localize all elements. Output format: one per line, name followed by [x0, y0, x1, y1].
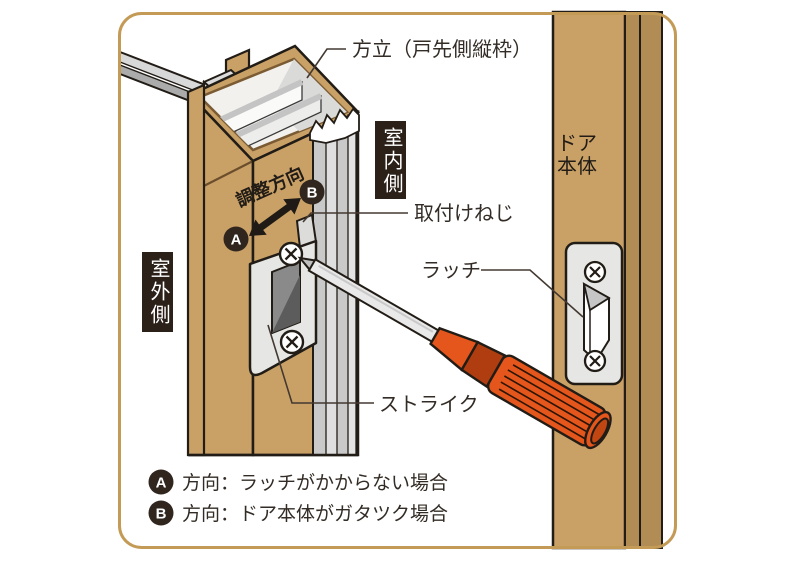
outdoor-tag-box [142, 252, 173, 332]
adjust-arrow [249, 198, 301, 236]
screwdriver-shaft-highlight [318, 264, 434, 333]
latch-bolt [582, 282, 611, 363]
strike-screw-bottom [279, 329, 305, 355]
callouts: 方立（戸先側縦枠） 取付けねじ ラッチ ストライク [267, 38, 584, 416]
rail-strip-light [120, 52, 208, 96]
legend-badge-a-letter: A [156, 475, 167, 492]
strike-hole [271, 259, 301, 335]
door-body-label-line2: 本体 [557, 155, 597, 178]
badge-a: A [223, 226, 249, 252]
screwdriver-band [460, 340, 507, 389]
frame-member: 調整方向 A B [119, 44, 361, 457]
diagram-border [118, 12, 677, 549]
latch-label: ラッチ [421, 260, 481, 282]
mounting-screw-label: 取付けねじ [414, 202, 514, 225]
frame-callout-label: 方立（戸先側縦枠） [352, 38, 532, 61]
channel-torn-edge [309, 107, 360, 144]
badge-b: B [299, 179, 325, 205]
badge-b-letter: B [307, 185, 318, 202]
frame-outer-flange [186, 83, 206, 457]
interior-rib-1-top [214, 79, 304, 125]
strike-hole-shadow [272, 275, 300, 333]
outdoor-tag-label: 室外側 [147, 258, 170, 327]
strike-screw-top [278, 241, 304, 267]
rim-interior [214, 59, 347, 150]
legend-badge-b-letter: B [156, 506, 167, 523]
indoor-tag-box [375, 121, 406, 199]
door-edge-strip-2 [639, 11, 663, 549]
latch-bolt-bevel [582, 282, 611, 312]
frame-callout-line [306, 48, 346, 79]
strike-label: ストライク [379, 393, 479, 416]
channel-strip-light [325, 123, 338, 456]
door-edge-strip-1 [624, 11, 641, 549]
indoor-tag: 室内側 [375, 121, 406, 199]
legend-badge-a [148, 469, 174, 495]
legend-badge-b [148, 500, 174, 526]
legend-a-text: 方向：ラッチがかからない場合 [182, 472, 448, 494]
latch-screw-top [583, 260, 607, 284]
screwdriver-endcap-inner [590, 417, 610, 445]
latch-callout-line [481, 269, 584, 318]
legend: A 方向：ラッチがかからない場合 B 方向：ドア本体がガタツク場合 [148, 469, 448, 526]
door-body: ドア 本体 [551, 10, 663, 550]
outdoor-tag: 室外側 [142, 252, 173, 332]
legend-b-text: 方向：ドア本体がガタツク場合 [182, 503, 448, 525]
mounting-screw-callout-line [302, 212, 408, 223]
screwdriver-flutes [498, 364, 602, 441]
rail-strip-gray [120, 65, 208, 108]
badge-a-letter: A [231, 232, 242, 249]
strike-callout-line [267, 324, 374, 404]
screwdriver [297, 256, 612, 450]
latch-screw-bottom [583, 349, 607, 373]
interior-rib-2-top [233, 93, 323, 139]
door-body-label-line1: ドア [557, 133, 597, 155]
indoor-tag-label: 室内側 [380, 127, 403, 196]
